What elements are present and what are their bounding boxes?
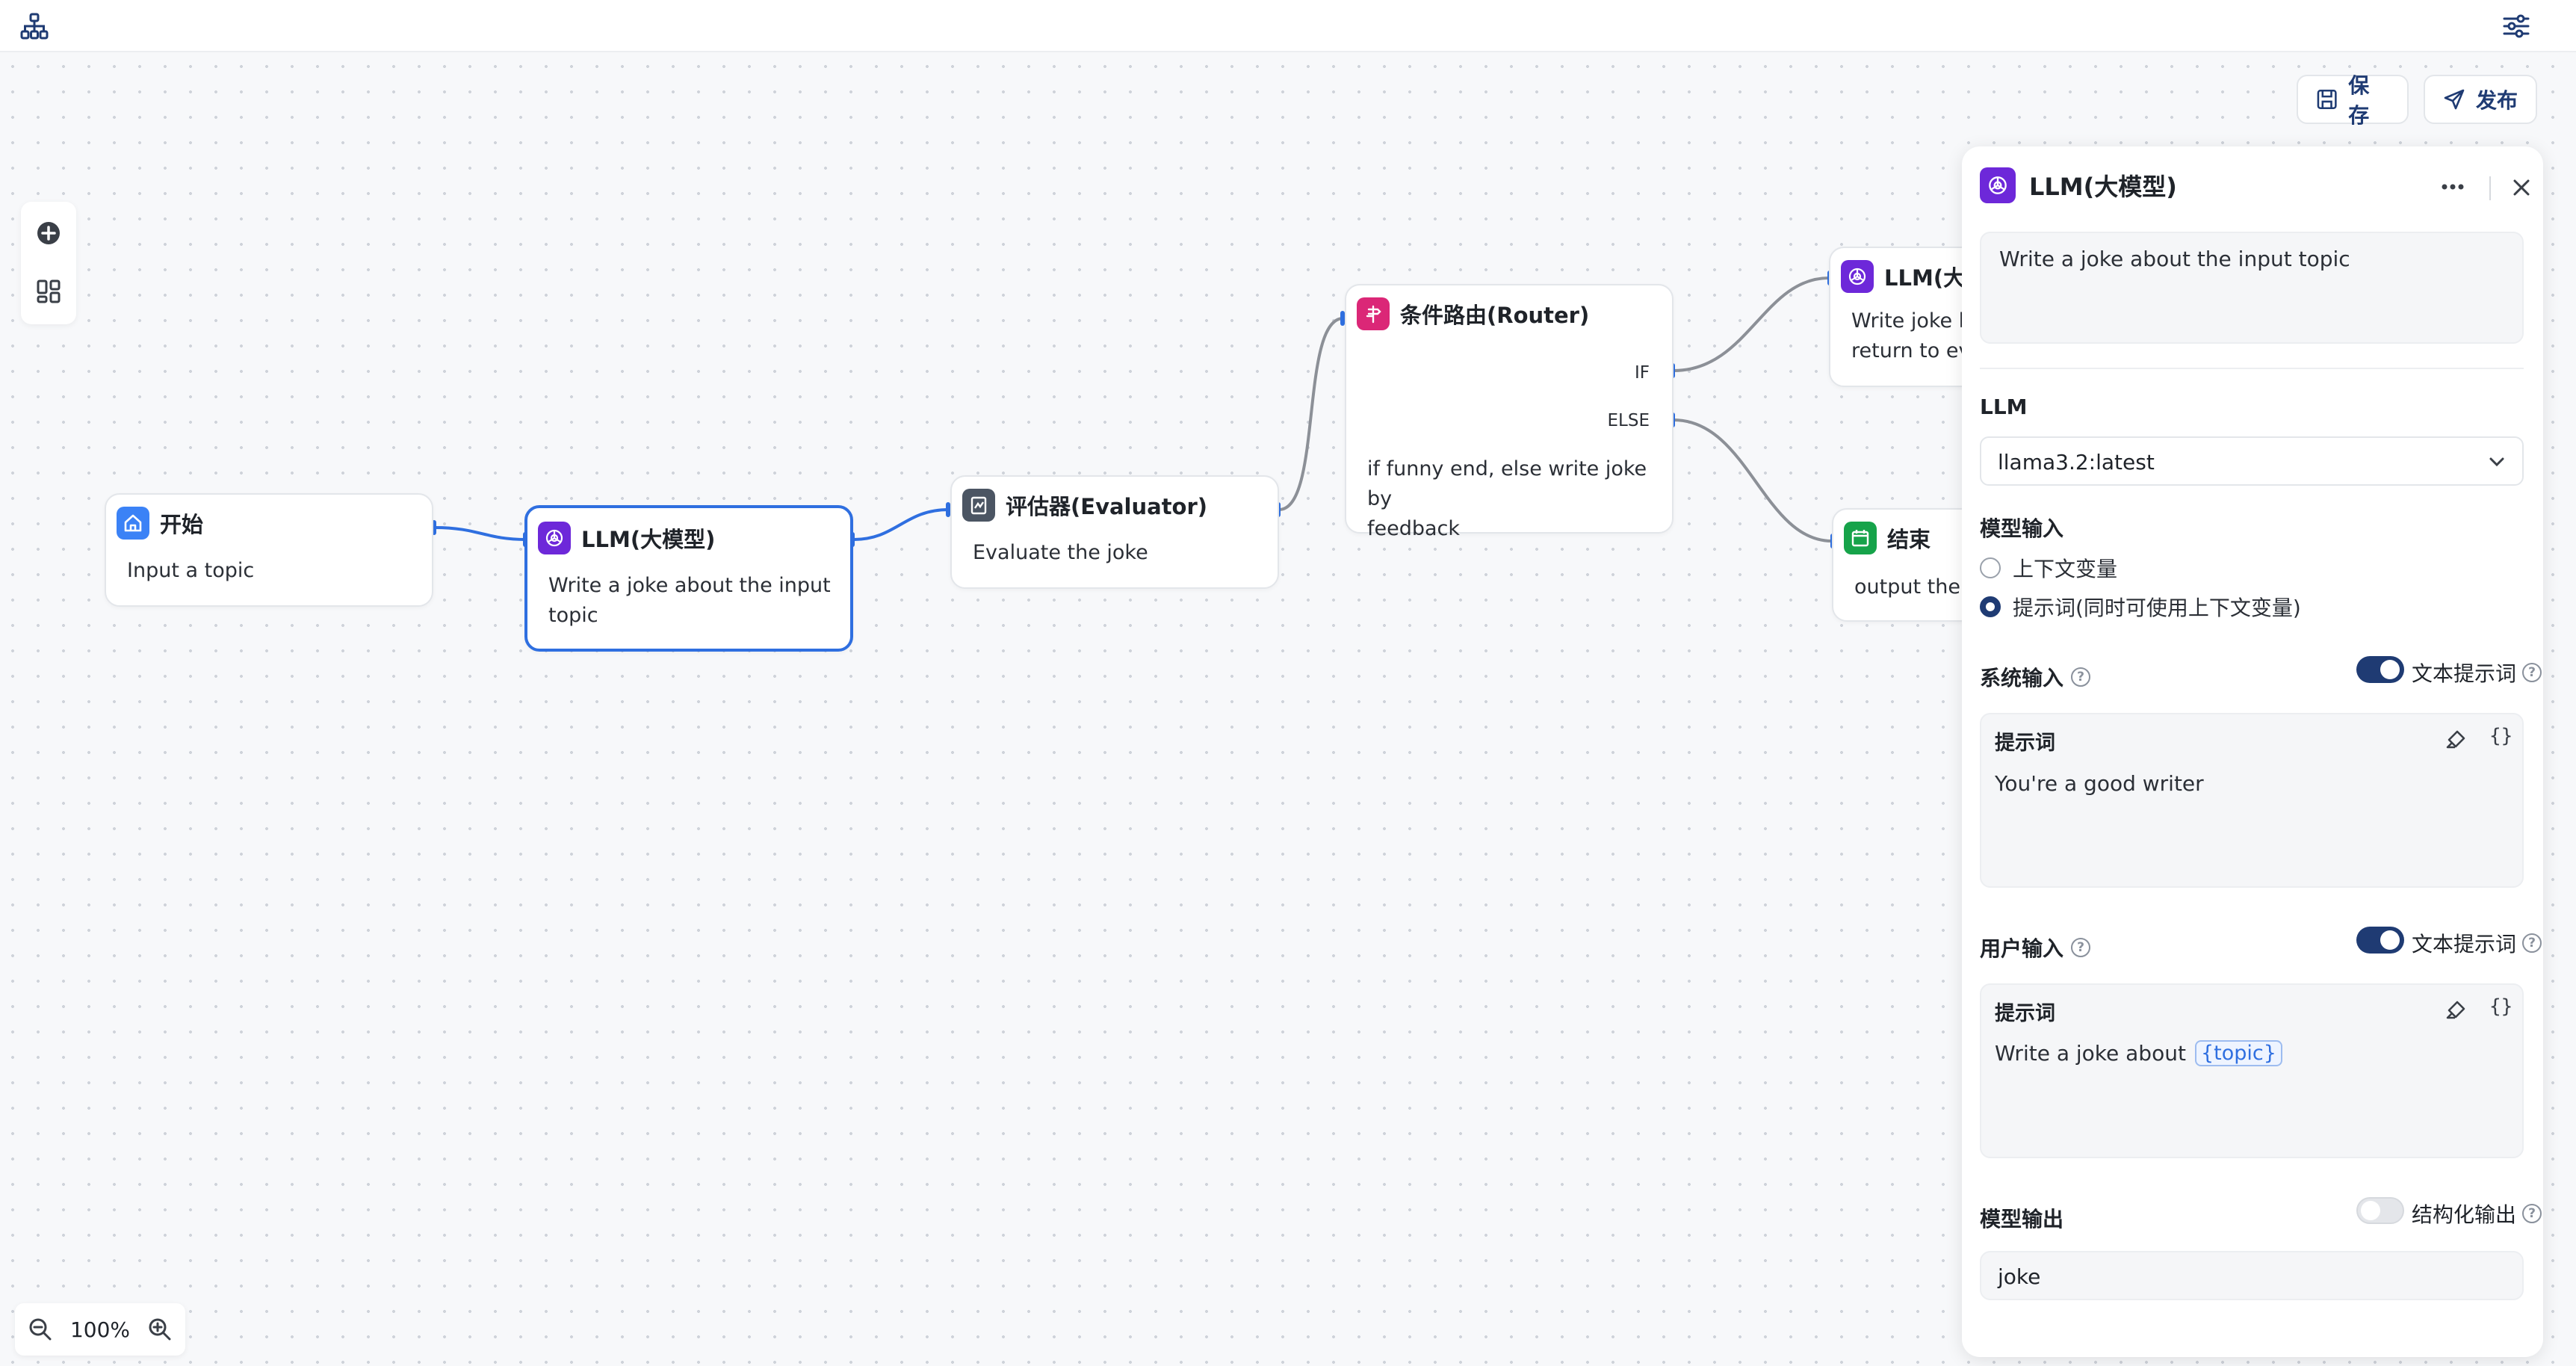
help-icon[interactable]: ? <box>2071 667 2091 687</box>
braces-icon[interactable]: {} <box>2489 725 2513 747</box>
help-icon[interactable]: ? <box>2522 1204 2542 1223</box>
user-prompt-editor[interactable]: 提示词 {} Write a joke about {topic} <box>1980 983 2524 1158</box>
radio-prompt[interactable]: 提示词(同时可使用上下文变量) <box>1980 592 2301 622</box>
node-title: 开始 <box>160 512 204 537</box>
port-router-in <box>1340 311 1345 326</box>
system-prompt-editor[interactable]: 提示词 {} You're a good writer <box>1980 713 2524 888</box>
section-divider <box>1980 368 2524 369</box>
system-input-header: 系统输入 ? <box>1980 662 2091 692</box>
node-description: Evaluate the joke <box>973 541 1148 564</box>
node-description: Input a topic <box>127 559 255 582</box>
variable-chip-topic[interactable]: {topic} <box>2194 1040 2282 1066</box>
braces-icon[interactable]: {} <box>2489 995 2513 1018</box>
node-evaluator[interactable]: 评估器(Evaluator) Evaluate the joke <box>950 475 1279 589</box>
node-title: LLM(大模型) <box>581 527 716 552</box>
zoom-control: 100% <box>15 1303 185 1356</box>
radio-button-selected[interactable] <box>1980 596 2001 617</box>
openai-icon <box>538 522 571 554</box>
system-text-prompt-label: 文本提示词 ? <box>2412 658 2542 687</box>
llm-model-select[interactable]: llama3.2:latest <box>1980 436 2524 486</box>
node-properties-panel: LLM(大模型) Write a joke about the input to… <box>1962 146 2543 1357</box>
node-description: Write a joke about the input topic <box>548 574 831 627</box>
structured-output-toggle[interactable] <box>2356 1197 2404 1224</box>
radio-button[interactable] <box>1980 557 2001 578</box>
port-evaluator-in <box>946 502 950 517</box>
more-icon[interactable] <box>2440 181 2465 195</box>
edge-evaluator-router <box>1278 317 1344 511</box>
eraser-icon[interactable] <box>2445 728 2467 750</box>
router-if-label: IF <box>1634 363 1650 383</box>
close-icon[interactable] <box>2510 176 2533 202</box>
help-icon[interactable]: ? <box>2522 663 2542 682</box>
node-router[interactable]: 条件路由(Router) IF ELSE if funny end, else … <box>1345 284 1674 540</box>
description-textarea[interactable]: Write a joke about the input topic <box>1980 232 2524 344</box>
node-description: if funny end, else write joke by feedbac… <box>1367 457 1647 540</box>
chevron-down-icon <box>2489 457 2504 467</box>
router-else-label: ELSE <box>1607 411 1650 430</box>
node-description: Write joke by return to eva <box>1851 309 1984 362</box>
settings-sliders-icon[interactable] <box>2501 11 2531 41</box>
save-button[interactable]: 保存 <box>2297 73 2409 128</box>
openai-icon <box>1841 260 1874 293</box>
panel-header: LLM(大模型) <box>1980 167 2177 203</box>
zoom-level: 100% <box>69 1317 131 1342</box>
user-input-header: 用户输入 ? <box>1980 933 2091 962</box>
node-title: 条件路由(Router) <box>1400 303 1590 328</box>
openai-icon <box>1980 167 2016 203</box>
edge-router-end <box>1673 418 1833 543</box>
help-icon[interactable]: ? <box>2071 938 2091 957</box>
router-signpost-icon <box>1357 297 1390 330</box>
workflow-icon[interactable] <box>19 11 49 41</box>
user-prompt-content: Write a joke about {topic} <box>1995 1040 2282 1066</box>
model-input-label: 模型输入 <box>1980 516 2064 541</box>
eraser-icon[interactable] <box>2445 998 2467 1021</box>
node-start[interactable]: 开始 Input a topic <box>105 493 433 607</box>
node-llm[interactable]: LLM(大模型) Write a joke about the input to… <box>524 505 853 652</box>
output-variable-input[interactable]: joke <box>1980 1251 2524 1300</box>
add-node-icon[interactable] <box>34 218 64 248</box>
send-icon <box>2444 89 2465 110</box>
publish-button[interactable]: 发布 <box>2424 75 2537 124</box>
llm-label: LLM <box>1980 395 2028 419</box>
canvas-toolbar <box>21 202 76 324</box>
zoom-in-icon[interactable] <box>146 1316 173 1343</box>
model-output-label: 模型输出 <box>1980 1207 2064 1231</box>
edge-router-llm2 <box>1673 276 1830 372</box>
layout-icon[interactable] <box>34 276 64 306</box>
structured-output-label: 结构化输出 ? <box>2412 1199 2542 1229</box>
user-text-prompt-toggle[interactable] <box>2356 927 2404 954</box>
help-icon[interactable]: ? <box>2522 933 2542 953</box>
header-divider <box>2489 176 2491 200</box>
edge-llm-evaluator <box>852 508 950 541</box>
home-icon <box>117 507 149 540</box>
node-title: 评估器(Evaluator) <box>1006 494 1208 519</box>
edge-start-llm <box>434 526 527 541</box>
system-text-prompt-toggle[interactable] <box>2356 656 2404 683</box>
evaluator-icon <box>962 489 995 522</box>
panel-title: LLM(大模型) <box>2029 173 2177 201</box>
save-icon <box>2317 90 2337 109</box>
node-title: 结束 <box>1887 527 1931 552</box>
end-calendar-icon <box>1844 522 1877 554</box>
zoom-out-icon[interactable] <box>27 1316 54 1343</box>
user-text-prompt-label: 文本提示词 ? <box>2412 928 2542 958</box>
top-bar <box>0 0 2576 52</box>
radio-context-variable[interactable]: 上下文变量 <box>1980 553 2117 583</box>
